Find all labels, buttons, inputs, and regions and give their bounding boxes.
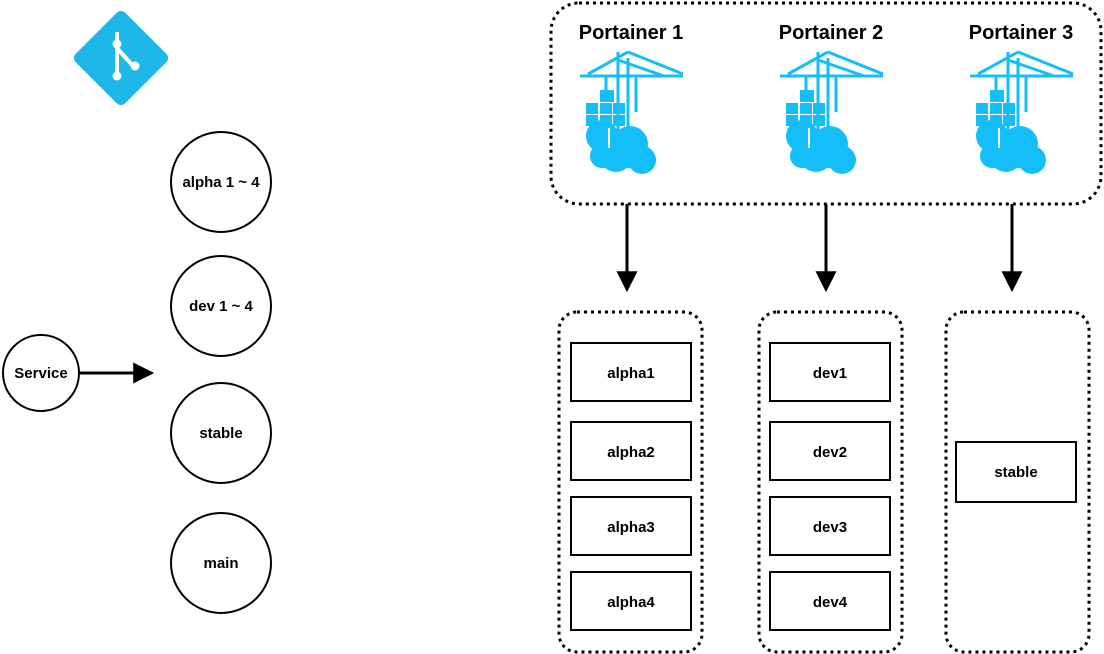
branch-label: dev 1 ~ 4 xyxy=(189,298,253,315)
branch-label: alpha 1 ~ 4 xyxy=(182,174,260,191)
container-label: alpha2 xyxy=(607,444,655,461)
environment-group xyxy=(757,310,904,654)
container-label: stable xyxy=(994,464,1037,481)
container-box: alpha3 xyxy=(570,496,692,556)
service-label: Service xyxy=(14,365,67,382)
container-label: alpha3 xyxy=(607,519,655,536)
container-label: dev4 xyxy=(813,594,848,611)
container-box: dev2 xyxy=(769,421,891,481)
environment-group xyxy=(557,310,704,654)
container-label: alpha1 xyxy=(607,365,655,382)
portainer-title: Portainer 3 xyxy=(969,22,1073,44)
container-label: alpha4 xyxy=(607,594,655,611)
branch-node: dev 1 ~ 4 xyxy=(170,255,272,357)
branch-node: main xyxy=(170,512,272,614)
portainer-title: Portainer 2 xyxy=(779,22,883,44)
branch-node: alpha 1 ~ 4 xyxy=(170,131,272,233)
environment-group xyxy=(944,310,1091,654)
portainer-logo-icon xyxy=(578,50,685,176)
container-box: alpha2 xyxy=(570,421,692,481)
container-box: alpha1 xyxy=(570,342,692,402)
container-box: dev3 xyxy=(769,496,891,556)
container-label: dev3 xyxy=(813,519,847,536)
branch-node: stable xyxy=(170,382,272,484)
container-label: dev2 xyxy=(813,444,847,461)
container-box: dev4 xyxy=(769,571,891,631)
portainer-logo-icon xyxy=(968,50,1075,176)
portainer-logo-icon xyxy=(778,50,885,176)
portainer-title: Portainer 1 xyxy=(579,22,683,44)
service-node xyxy=(2,334,80,412)
container-box: dev1 xyxy=(769,342,891,402)
container-box: stable xyxy=(955,441,1077,503)
git-icon xyxy=(73,10,169,106)
branch-label: main xyxy=(203,555,238,572)
container-box: alpha4 xyxy=(570,571,692,631)
branch-label: stable xyxy=(199,425,242,442)
container-label: dev1 xyxy=(813,365,847,382)
